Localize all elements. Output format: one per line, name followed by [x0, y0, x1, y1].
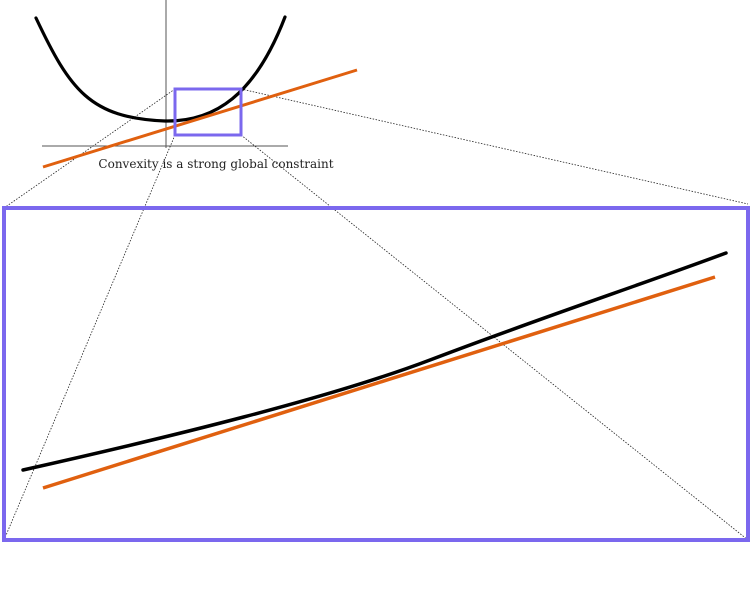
leader-line-top-left: [3, 88, 176, 209]
magnified-convex-curve: [21, 251, 728, 472]
leader-line-top-right: [240, 88, 749, 205]
tangent-line: [42, 68, 358, 169]
zoom-region-box: [173, 87, 243, 137]
caption: Convexity is a strong global constraint: [98, 157, 333, 171]
magnified-panel: [2, 206, 750, 542]
convex-curve: [34, 15, 287, 123]
leader-line-bottom-left: [3, 134, 176, 541]
magnified-tangent-line: [42, 275, 716, 490]
